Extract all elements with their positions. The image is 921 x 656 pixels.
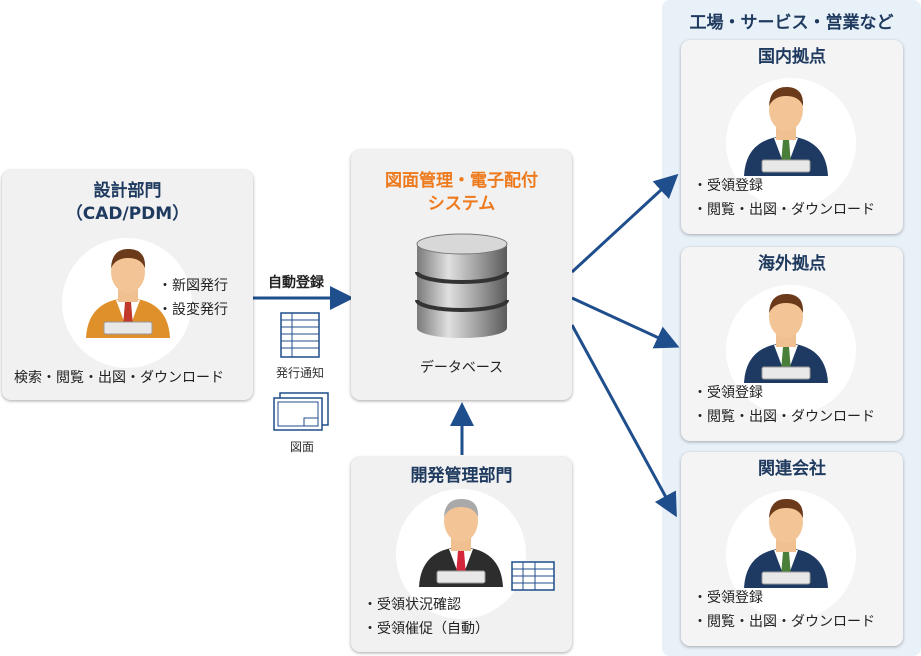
database-icon bbox=[415, 233, 509, 338]
staff-person-icon bbox=[744, 86, 828, 176]
drawing-document-icon bbox=[273, 392, 329, 431]
system-title-line1: 図面管理・電子配付 bbox=[385, 171, 538, 191]
targets-panel-title: 工場・サービス・営業など bbox=[689, 13, 894, 33]
system-title-line2: システム bbox=[427, 194, 496, 214]
dev-management-box: 開発管理部門 ・受領状況確認 ・受領催促（自動） bbox=[351, 457, 572, 652]
design-title-line2: （CAD/PDM） bbox=[65, 204, 190, 224]
dev-item-reminder: ・受領催促（自動） bbox=[363, 621, 489, 637]
site-item-view: ・閲覧・出図・ダウンロード bbox=[693, 614, 875, 630]
site-item-view: ・閲覧・出図・ダウンロード bbox=[693, 409, 875, 425]
arrow-system-to-overseas bbox=[571, 296, 680, 349]
design-department-box: 設計部門 （CAD/PDM） ・新図発行 ・設変発行 検索・閲覧・出図・ダウンロ… bbox=[2, 170, 253, 400]
site-box-affiliate: 関連会社 ・受領登録 ・閲覧・出図・ダウンロード bbox=[681, 452, 903, 646]
site-item-receive: ・受領登録 bbox=[693, 590, 763, 606]
notice-label: 発行通知 bbox=[275, 366, 324, 380]
design-footer-actions: 検索・閲覧・出図・ダウンロード bbox=[14, 370, 224, 386]
arrow-system-to-affiliate bbox=[570, 324, 677, 518]
site-title-domestic: 国内拠点 bbox=[758, 47, 826, 67]
site-item-receive: ・受領登録 bbox=[693, 385, 763, 401]
arrow-system-to-domestic bbox=[570, 173, 679, 274]
staff-person-icon bbox=[744, 293, 828, 383]
database-label: データベース bbox=[419, 360, 504, 376]
site-box-overseas: 海外拠点 ・受領登録 ・閲覧・出図・ダウンロード bbox=[681, 247, 903, 441]
site-item-view: ・閲覧・出図・ダウンロード bbox=[693, 202, 875, 218]
design-item-change: ・設変発行 bbox=[158, 302, 228, 318]
drawing-label: 図面 bbox=[289, 440, 314, 454]
design-item-new-drawing: ・新図発行 bbox=[158, 278, 228, 294]
design-title-line1: 設計部門 bbox=[93, 181, 162, 201]
dev-title: 開発管理部門 bbox=[410, 466, 513, 486]
site-title-affiliate: 関連会社 bbox=[758, 459, 826, 479]
site-box-domestic: 国内拠点 ・受領登録 ・閲覧・出図・ダウンロード bbox=[681, 40, 903, 234]
notice-document-icon bbox=[280, 312, 320, 358]
auto-register-label: 自動登録 bbox=[268, 275, 324, 291]
staff-person-icon bbox=[744, 498, 828, 588]
site-title-overseas: 海外拠点 bbox=[758, 254, 826, 274]
dev-item-status: ・受領状況確認 bbox=[363, 597, 461, 613]
system-box: 図面管理・電子配付 システム データベース bbox=[351, 150, 572, 400]
manager-person-icon bbox=[419, 498, 503, 587]
spreadsheet-icon bbox=[511, 561, 555, 591]
site-item-receive: ・受領登録 bbox=[693, 178, 763, 194]
designer-person-icon bbox=[86, 248, 170, 338]
